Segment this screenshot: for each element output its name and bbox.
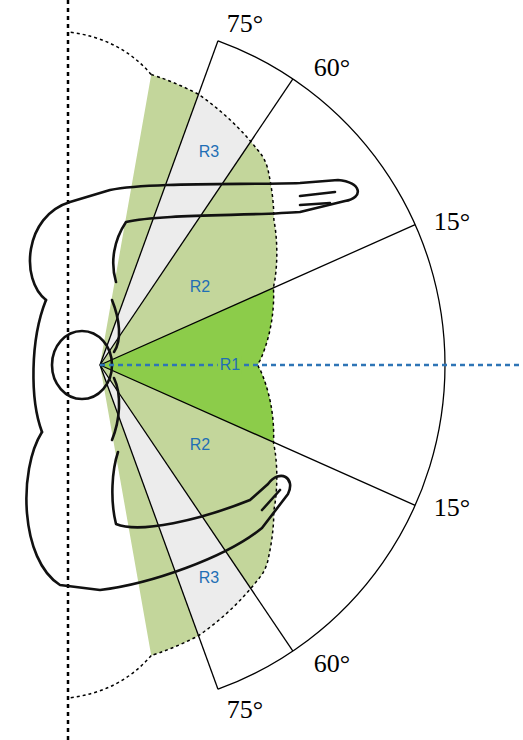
angle-line [100, 41, 218, 365]
angle-label: 15° [434, 495, 470, 521]
reach-arc [68, 656, 151, 698]
person-figure [26, 180, 357, 590]
body-plane-line [67, 0, 70, 740]
zone-label: R1 [218, 356, 242, 374]
reach-zone-r3 [100, 365, 324, 740]
angle-label: 60° [314, 651, 350, 677]
angle-label: 60° [314, 55, 350, 81]
sagittal-line [100, 364, 523, 367]
angle-label: 75° [227, 697, 263, 723]
reach-arc [68, 32, 151, 74]
angle-label: 15° [434, 209, 470, 235]
zone-label: R2 [188, 278, 212, 296]
zone-label: R3 [197, 569, 221, 587]
angle-line [100, 365, 218, 689]
angle-label: 75° [227, 11, 263, 37]
angle-line [100, 225, 415, 365]
angle-line [100, 365, 293, 651]
zone-label: R2 [188, 436, 212, 454]
zone-label: R3 [197, 143, 221, 161]
